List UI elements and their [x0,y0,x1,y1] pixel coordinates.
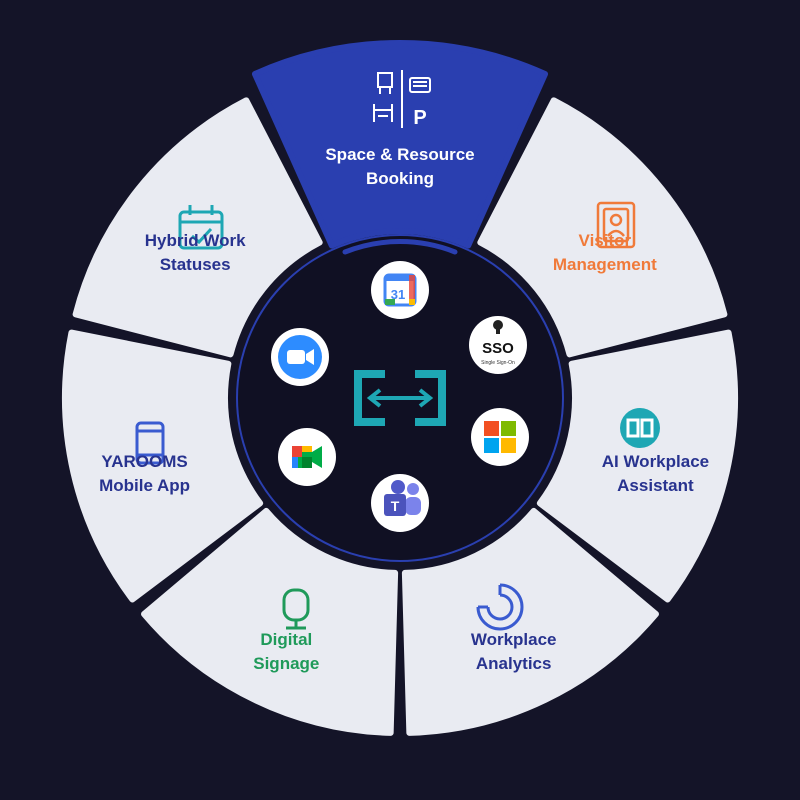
segment-label-line: AI Workplace [601,452,710,472]
visitor-badge-icon [596,201,636,249]
segment-ai[interactable] [536,329,738,603]
segment-label-line: Statuses [159,254,231,274]
segment-visitor[interactable] [477,97,728,358]
yarooms-logo-icon [354,370,446,426]
segment-label-line: Mobile App [99,476,191,496]
sso-icon: SSO Single Sign-On [469,316,527,374]
segment-label-line: Assistant [617,476,694,496]
google-calendar-icon: 31 [371,261,429,319]
ai-link-icon [620,408,660,448]
svg-text:P: P [413,107,426,129]
segment-label-line: Workplace [470,630,557,650]
segment-signage[interactable] [141,507,399,736]
desk-parking-icon: P [373,70,431,129]
analytics-chart-icon [476,583,524,631]
segment-label-line: Management [552,254,657,274]
svg-text:T: T [391,498,400,514]
microsoft-teams-icon: T [371,474,429,532]
microsoft-icon [471,408,529,466]
segment-label-line: Space & Resource [325,145,475,164]
segment-label-line: Analytics [475,654,552,674]
sso-subtext: Single Sign-On [481,360,515,366]
segment-label-line: Hybrid Work [144,230,246,250]
signage-screen-icon [282,588,310,630]
sso-text: SSO [482,340,514,357]
calendar-check-icon [178,205,224,250]
calendar-day-text: 31 [391,287,405,302]
google-meet-icon [278,428,336,486]
segment-label-line: Signage [253,654,320,674]
segment-label-line: Visitor [578,230,632,250]
mobile-phone-icon [135,421,165,465]
zoom-icon [271,328,329,386]
segment-analytics[interactable] [401,507,659,736]
segment-label-line: Booking [366,169,434,188]
segment-space[interactable] [251,40,549,249]
segment-hybrid[interactable] [72,97,323,358]
segment-label-mobile: YAROOMS Mobile App [45,450,245,498]
segment-label-line: Digital [260,630,313,650]
segment-label-line: YAROOMS [101,452,188,472]
segment-mobile[interactable] [62,329,264,603]
hub-highlight-arc [342,239,458,255]
